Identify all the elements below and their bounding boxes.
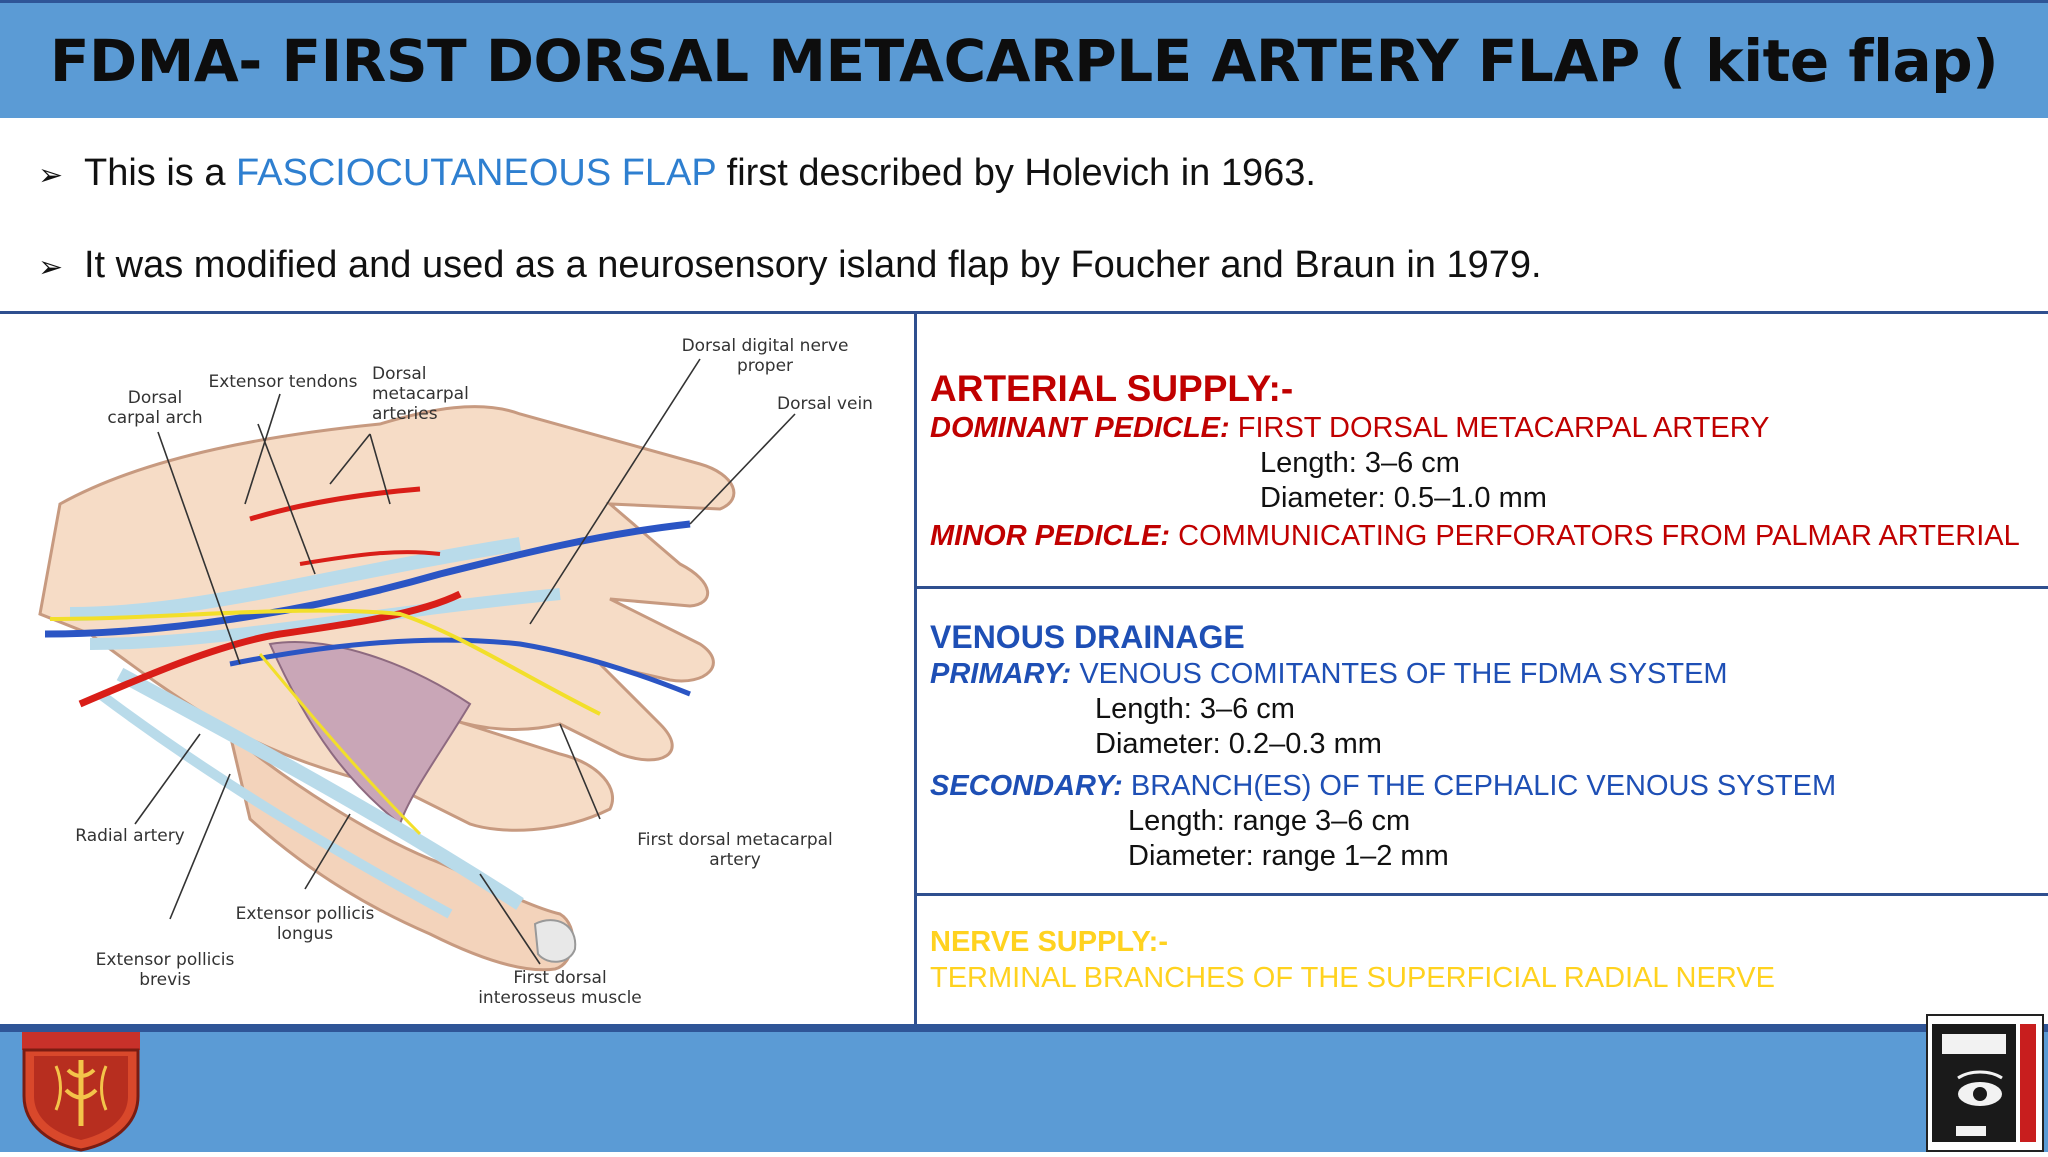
secondary-value: BRANCH(ES) OF THE CEPHALIC VENOUS SYSTEM bbox=[1122, 770, 1837, 802]
bullet-2-text: It was modified and used as a neurosenso… bbox=[84, 244, 1542, 286]
arterial-supply-section: ARTERIAL SUPPLY:- DOMINANT PEDICLE: FIRS… bbox=[930, 368, 2048, 554]
bullet-1-highlight: FASCIOCUTANEOUS FLAP bbox=[236, 152, 717, 194]
dominant-length: Length: 3–6 cm bbox=[1260, 447, 1460, 479]
label-dorsal-digital-nerve: Dorsal digital nerve proper bbox=[681, 336, 849, 376]
secondary-diameter: Diameter: range 1–2 mm bbox=[1128, 840, 1449, 872]
primary-length: Length: 3–6 cm bbox=[1095, 693, 1295, 725]
primary-diameter: Diameter: 0.2–0.3 mm bbox=[1095, 728, 1382, 760]
arterial-heading: ARTERIAL SUPPLY:- bbox=[930, 368, 1294, 409]
arterial-venous-divider bbox=[917, 586, 2048, 589]
label-first-dorsal-metacarpal-artery: First dorsal metacarpal artery bbox=[637, 830, 833, 870]
minor-pedicle-label: MINOR PEDICLE: bbox=[930, 520, 1171, 552]
department-emblem-logo bbox=[1926, 1014, 2044, 1152]
secondary-row: SECONDARY: BRANCH(ES) OF THE CEPHALIC VE… bbox=[930, 768, 2048, 804]
primary-value: VENOUS COMITANTES OF THE FDMA SYSTEM bbox=[1071, 658, 1728, 690]
secondary-length: Length: range 3–6 cm bbox=[1128, 805, 1411, 837]
secondary-label: SECONDARY: bbox=[930, 770, 1123, 802]
venous-nerve-divider bbox=[917, 893, 2048, 896]
section-divider bbox=[0, 311, 2048, 314]
college-crest-logo bbox=[16, 1026, 146, 1152]
bullet-1-text: This is a bbox=[84, 152, 237, 194]
slide-title: FDMA- FIRST DORSAL METACARPLE ARTERY FLA… bbox=[49, 26, 1999, 95]
label-first-dorsal-interosseus-muscle: First dorsal interosseus muscle bbox=[478, 968, 642, 1008]
minor-pedicle-value: COMMUNICATING PERFORATORS FROM PALMAR AR… bbox=[1170, 520, 2020, 552]
venous-heading: VENOUS DRAINAGE bbox=[930, 619, 1245, 655]
crest-icon bbox=[22, 1032, 140, 1152]
label-extensor-pollicis-brevis: Extensor pollicis brevis bbox=[95, 950, 235, 990]
minor-pedicle-row: MINOR PEDICLE: COMMUNICATING PERFORATORS… bbox=[930, 518, 2048, 554]
nerve-heading: NERVE SUPPLY:- bbox=[930, 926, 1168, 958]
label-dorsal-carpal-arch: Dorsal carpal arch bbox=[107, 388, 203, 428]
primary-row: PRIMARY: VENOUS COMITANTES OF THE FDMA S… bbox=[930, 656, 2048, 692]
hand-anatomy-diagram: Dorsal carpal arch Extensor tendons Dors… bbox=[0, 314, 914, 1026]
arrow-bullet-icon: ➢ bbox=[38, 251, 64, 284]
label-extensor-tendons: Extensor tendons bbox=[208, 372, 358, 392]
dominant-pedicle-row: DOMINANT PEDICLE: FIRST DORSAL METACARPA… bbox=[930, 410, 2048, 446]
bullet-2: ➢ It was modified and used as a neurosens… bbox=[38, 244, 1542, 287]
bullet-1: ➢ This is a FASCIOCUTANEOUS FLAP first de… bbox=[38, 152, 1316, 195]
dominant-pedicle-label: DOMINANT PEDICLE: bbox=[930, 412, 1230, 444]
label-radial-artery: Radial artery bbox=[75, 826, 185, 846]
dominant-pedicle-value: FIRST DORSAL METACARPAL ARTERY bbox=[1229, 412, 1770, 444]
bullet-1-text-end: first described by Holevich in 1963. bbox=[716, 152, 1316, 194]
dominant-diameter: Diameter: 0.5–1.0 mm bbox=[1260, 482, 1547, 514]
hand-anatomy-illustration bbox=[38, 358, 796, 972]
nerve-value: TERMINAL BRANCHES OF THE SUPERFICIAL RAD… bbox=[930, 962, 1775, 994]
title-bar: FDMA- FIRST DORSAL METACARPLE ARTERY FLA… bbox=[0, 0, 2048, 118]
venous-drainage-section: VENOUS DRAINAGE PRIMARY: VENOUS COMITANT… bbox=[930, 618, 2048, 874]
column-divider bbox=[914, 314, 917, 1026]
emblem-icon bbox=[1932, 1024, 2036, 1142]
arrow-bullet-icon: ➢ bbox=[38, 159, 64, 192]
label-extensor-pollicis-longus: Extensor pollicis longus bbox=[235, 904, 375, 944]
nerve-supply-section: NERVE SUPPLY:- TERMINAL BRANCHES OF THE … bbox=[930, 924, 2048, 996]
label-dorsal-vein: Dorsal vein bbox=[777, 394, 873, 414]
footer-bar bbox=[0, 1024, 2048, 1152]
primary-label: PRIMARY: bbox=[930, 658, 1072, 690]
label-dorsal-metacarpal-arteries: Dorsal metacarpal arteries bbox=[372, 364, 469, 424]
